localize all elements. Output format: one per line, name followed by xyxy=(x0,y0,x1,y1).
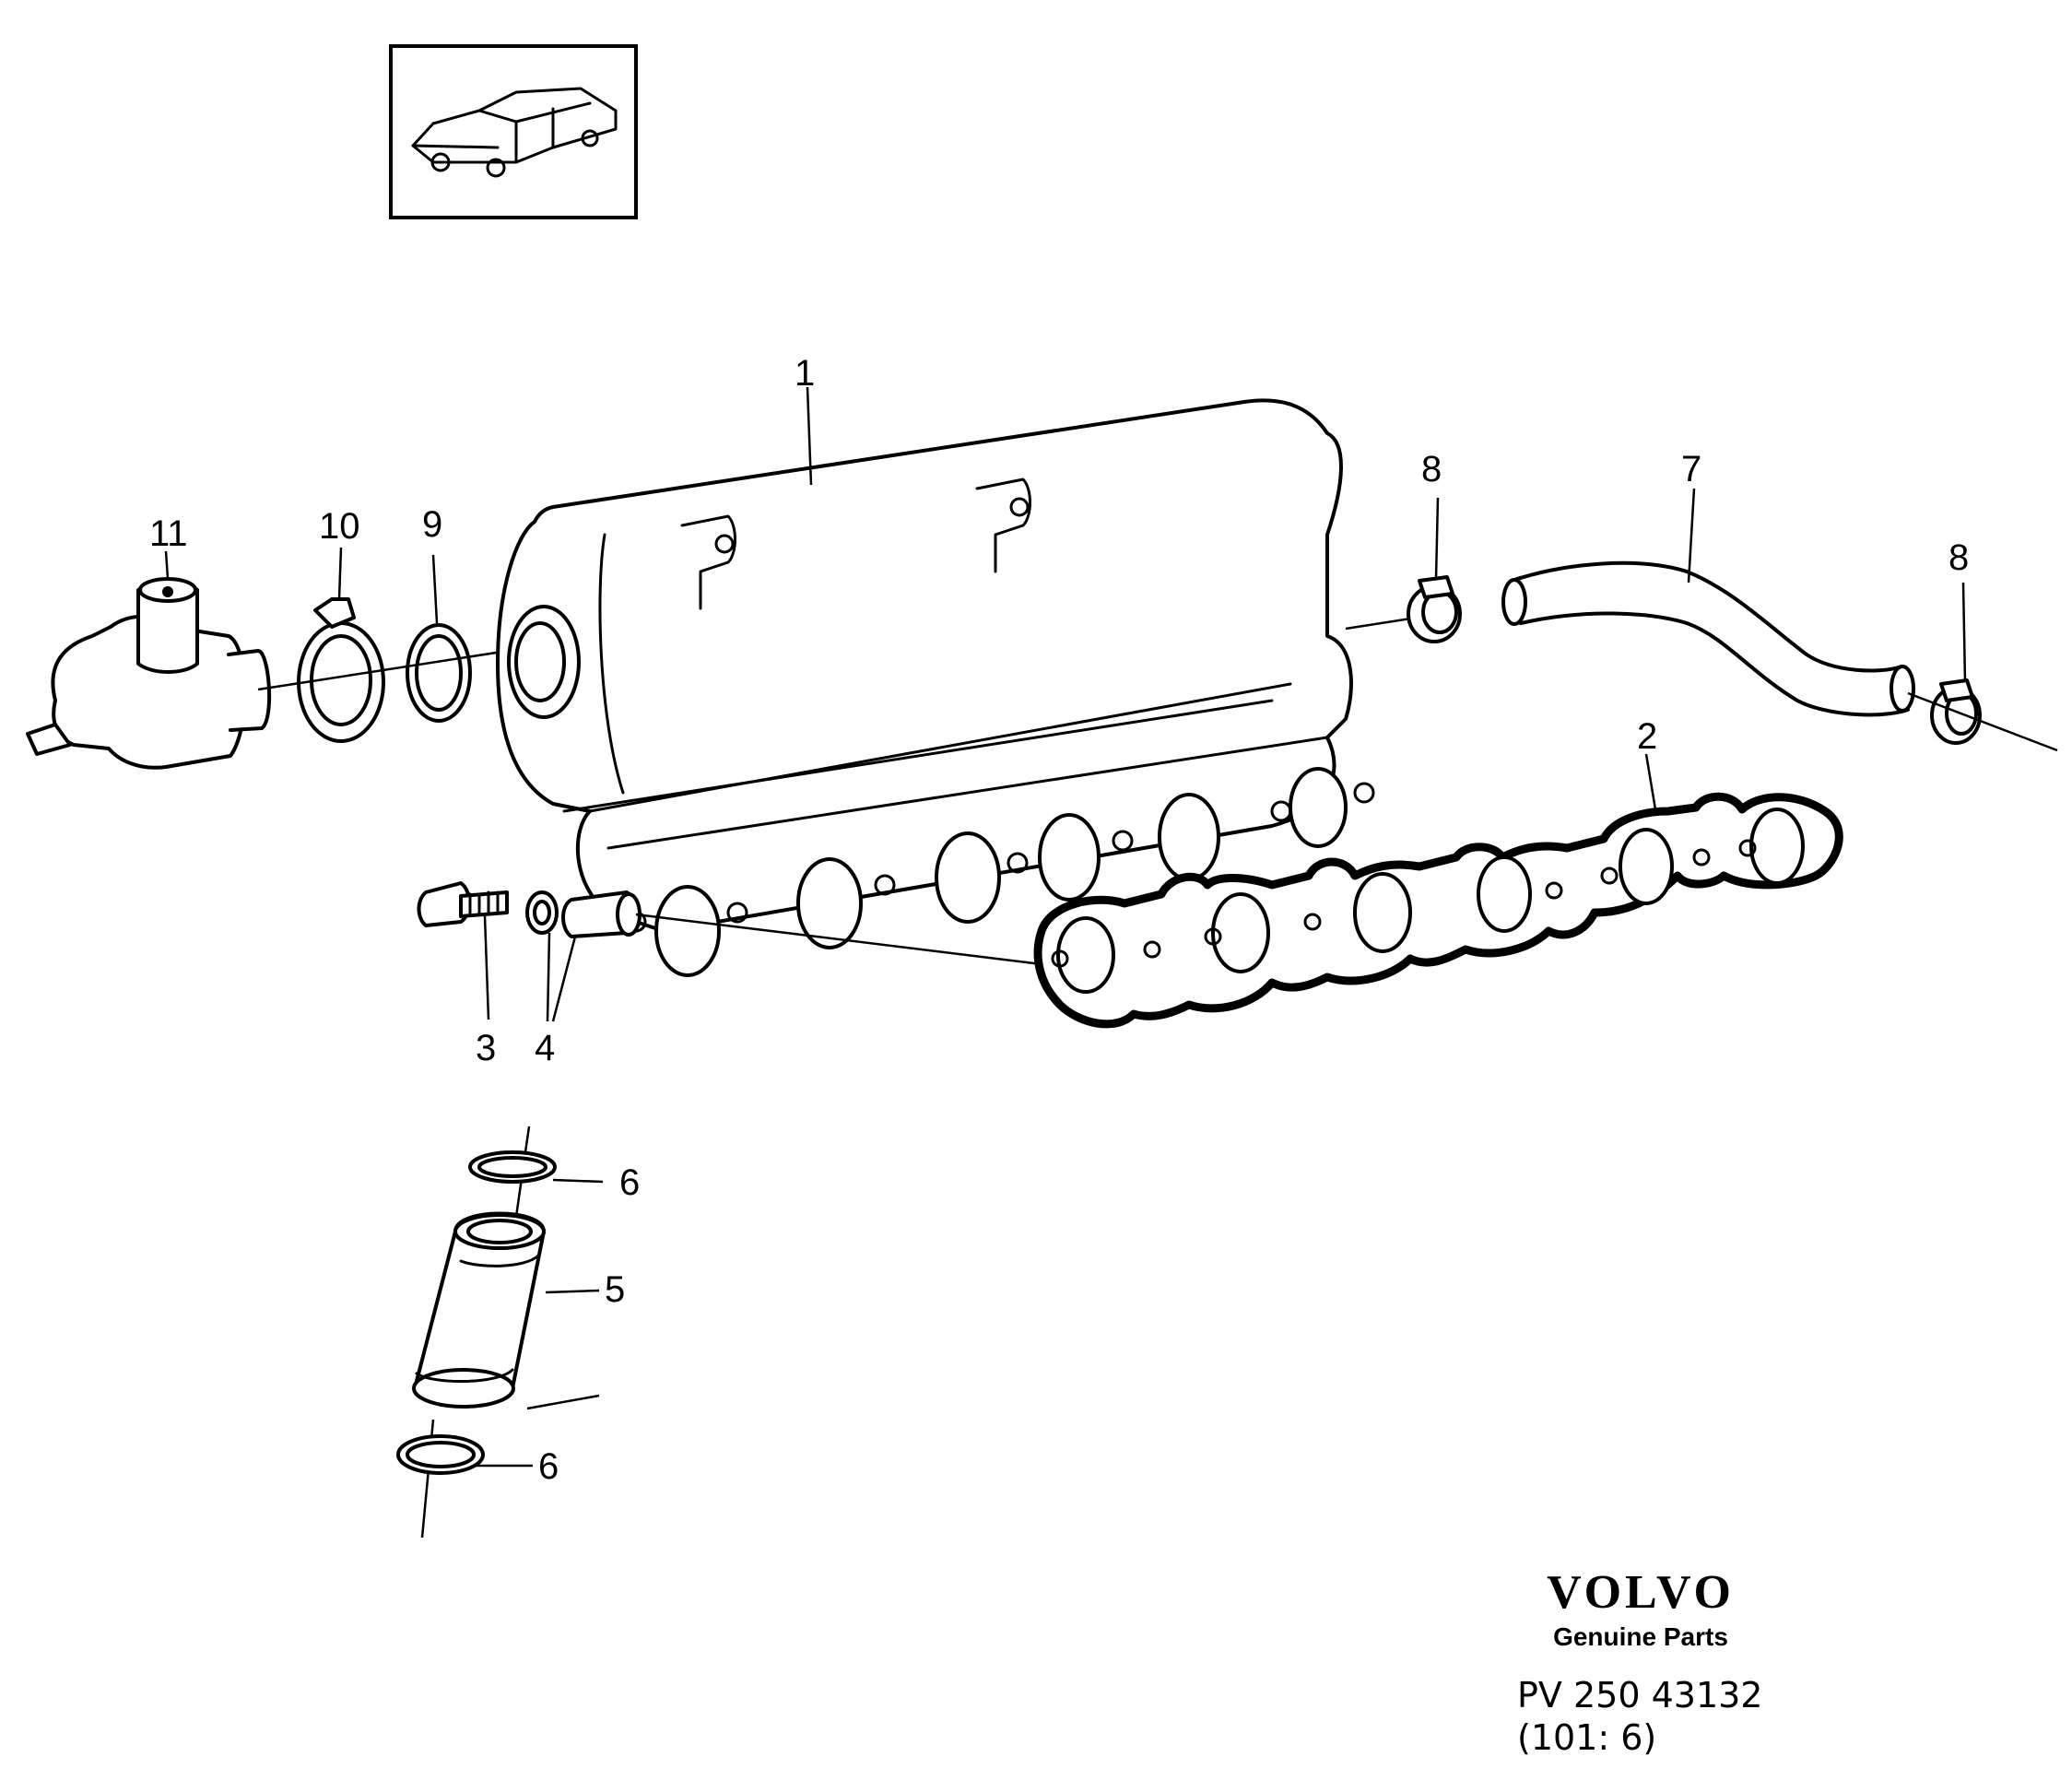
manifold-gasket-part xyxy=(1033,792,1843,1029)
callout-9: 9 xyxy=(422,504,442,545)
clamp-ring-part xyxy=(297,597,385,743)
brand-block: VOLVO Genuine Parts xyxy=(1512,1567,1770,1656)
callout-10: 10 xyxy=(319,506,360,547)
o-ring-part-lower xyxy=(396,1434,485,1475)
callout-11: 11 xyxy=(149,513,188,554)
callout-1: 1 xyxy=(795,353,815,394)
volvo-logo: VOLVO xyxy=(1547,1566,1735,1619)
callout-8-lower: 8 xyxy=(1948,537,1969,578)
bolt-part xyxy=(417,881,509,927)
car-thumbnail-frame xyxy=(389,44,638,219)
callout-6-upper: 6 xyxy=(619,1162,640,1203)
callout-5: 5 xyxy=(605,1269,625,1310)
hose-clamp-part-upper xyxy=(1407,575,1462,643)
callout-3: 3 xyxy=(476,1028,496,1068)
car-sedan-icon xyxy=(411,87,618,178)
hose-clamp-part-lower xyxy=(1930,678,1982,745)
o-ring-part xyxy=(406,623,472,723)
coolant-pipe-part xyxy=(412,1126,546,1539)
callout-4: 4 xyxy=(535,1028,555,1068)
callout-2: 2 xyxy=(1637,716,1657,757)
callout-8-upper: 8 xyxy=(1421,449,1442,489)
callout-labels: 1 2 3 4 5 6 6 7 8 8 9 10 11 xyxy=(149,353,1969,1487)
o-ring-part-upper xyxy=(468,1150,557,1184)
spacer-sleeve-part xyxy=(561,890,642,938)
washer-part xyxy=(525,890,559,935)
callout-7: 7 xyxy=(1681,449,1701,489)
intake-manifold-part xyxy=(496,398,1430,977)
leader-lines xyxy=(164,386,1967,1468)
valve-housing-part xyxy=(26,577,272,770)
callout-6-lower: 6 xyxy=(538,1446,559,1487)
hose-part xyxy=(1501,560,2058,752)
reference-section: (101: 6) xyxy=(1517,1717,1657,1758)
reference-code: PV 250 43132 xyxy=(1517,1675,1763,1715)
brand-tagline: Genuine Parts xyxy=(1553,1622,1728,1651)
